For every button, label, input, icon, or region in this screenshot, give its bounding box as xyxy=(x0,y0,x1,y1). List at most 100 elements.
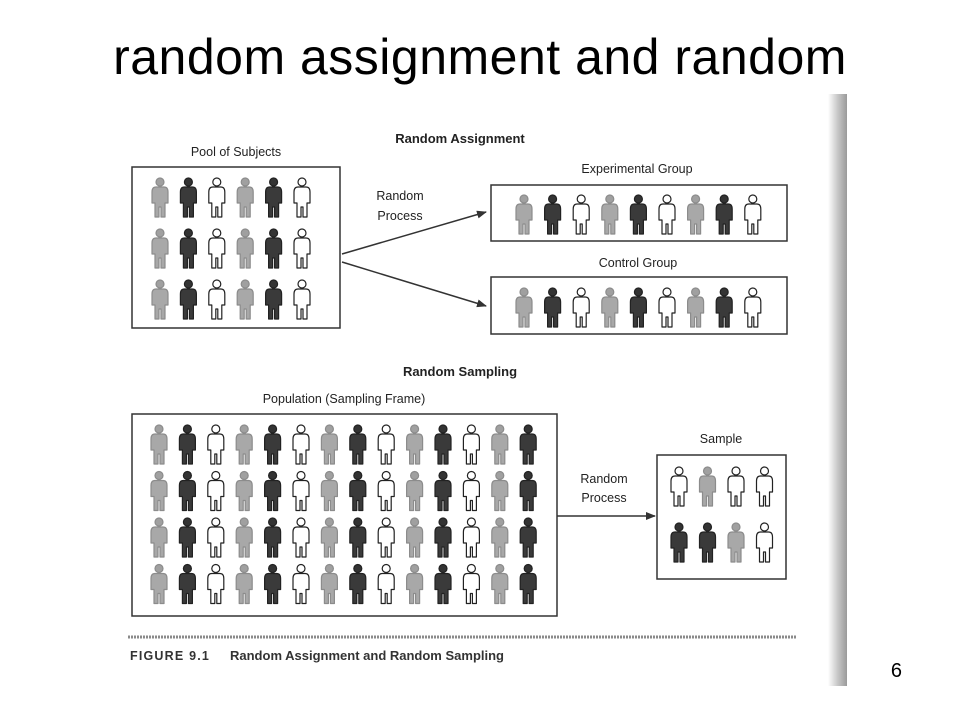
outline-person-icon xyxy=(658,194,676,235)
light-person-icon xyxy=(406,517,424,558)
dark-person-icon xyxy=(544,194,562,235)
light-person-icon xyxy=(235,563,253,605)
light-person-icon xyxy=(320,517,338,558)
process-label-top-line1: Random xyxy=(376,189,423,203)
light-person-icon xyxy=(491,563,509,605)
light-person-icon xyxy=(151,279,169,320)
sampling-heading: Random Sampling xyxy=(403,364,517,379)
outline-person-icon xyxy=(462,470,480,512)
dark-person-icon xyxy=(434,424,452,465)
dark-person-icon xyxy=(264,424,282,465)
population-box xyxy=(131,413,558,617)
dark-person-icon xyxy=(265,177,283,218)
light-person-icon xyxy=(491,424,509,465)
page-edge-shadow xyxy=(828,94,847,686)
light-person-icon xyxy=(320,470,338,512)
outline-person-icon xyxy=(462,424,480,465)
outline-person-icon xyxy=(755,466,774,507)
process-label-bottom-line1: Random xyxy=(580,472,627,486)
experimental-figures xyxy=(515,194,762,235)
process-label-top-line2: Process xyxy=(377,209,422,223)
outline-person-icon xyxy=(292,470,310,512)
pool-figures xyxy=(151,177,311,320)
light-person-icon xyxy=(515,194,533,235)
control-label: Control Group xyxy=(599,256,678,270)
light-person-icon xyxy=(515,287,533,328)
dark-person-icon xyxy=(178,424,197,465)
light-person-icon xyxy=(320,563,338,605)
population-label: Population (Sampling Frame) xyxy=(263,392,426,406)
outline-person-icon xyxy=(744,287,762,328)
caption-number: FIGURE 9.1 xyxy=(130,649,210,663)
light-person-icon xyxy=(235,470,253,512)
dark-person-icon xyxy=(519,517,537,558)
outline-person-icon xyxy=(727,466,745,507)
dark-person-icon xyxy=(715,287,733,328)
light-person-icon xyxy=(320,424,338,465)
outline-person-icon xyxy=(208,228,226,269)
light-person-icon xyxy=(686,287,705,328)
pool-label: Pool of Subjects xyxy=(191,145,281,159)
outline-person-icon xyxy=(658,287,676,328)
light-person-icon xyxy=(406,563,424,605)
outline-person-icon xyxy=(207,517,225,558)
dark-person-icon xyxy=(349,470,367,512)
dark-person-icon xyxy=(434,563,452,605)
dark-person-icon xyxy=(178,470,197,512)
outline-person-icon xyxy=(293,279,311,320)
outline-person-icon xyxy=(208,177,226,218)
dark-person-icon xyxy=(519,424,537,465)
dark-person-icon xyxy=(715,194,733,235)
dark-person-icon xyxy=(264,517,282,558)
dark-person-icon xyxy=(519,470,537,512)
outline-person-icon xyxy=(207,424,225,465)
dark-person-icon xyxy=(178,563,197,605)
dark-person-icon xyxy=(544,287,562,328)
light-person-icon xyxy=(150,470,168,512)
dark-person-icon xyxy=(434,470,452,512)
dark-person-icon xyxy=(629,287,648,328)
outline-person-icon xyxy=(292,563,310,605)
light-person-icon xyxy=(235,517,253,558)
outline-person-icon xyxy=(292,424,310,465)
light-person-icon xyxy=(491,517,509,558)
outline-person-icon xyxy=(377,424,395,465)
light-person-icon xyxy=(406,424,424,465)
light-person-icon xyxy=(235,424,253,465)
outline-person-icon xyxy=(670,466,688,507)
light-person-icon xyxy=(150,424,168,465)
outline-person-icon xyxy=(293,228,311,269)
process-label-bottom-line2: Process xyxy=(581,491,626,505)
dark-person-icon xyxy=(629,194,648,235)
light-person-icon xyxy=(686,194,705,235)
outline-person-icon xyxy=(207,470,225,512)
dark-person-icon xyxy=(349,517,367,558)
dark-person-icon xyxy=(265,228,283,269)
dark-person-icon xyxy=(179,177,198,218)
dark-person-icon xyxy=(179,228,198,269)
outline-person-icon xyxy=(572,194,590,235)
dark-person-icon xyxy=(264,470,282,512)
outline-person-icon xyxy=(755,522,774,563)
experimental-label: Experimental Group xyxy=(581,162,692,176)
dark-person-icon xyxy=(349,424,367,465)
dark-person-icon xyxy=(698,522,717,563)
dark-person-icon xyxy=(178,517,197,558)
outline-person-icon xyxy=(293,177,311,218)
dark-person-icon xyxy=(434,517,452,558)
caption-text: Random Assignment and Random Sampling xyxy=(230,648,504,663)
outline-person-icon xyxy=(208,279,226,320)
assignment-heading: Random Assignment xyxy=(395,131,525,146)
figure-scan: Random Assignment Pool of Subjects Rando… xyxy=(128,94,847,686)
light-person-icon xyxy=(150,563,168,605)
light-person-icon xyxy=(601,194,619,235)
outline-person-icon xyxy=(377,517,395,558)
dark-person-icon xyxy=(265,279,283,320)
outline-person-icon xyxy=(462,517,480,558)
light-person-icon xyxy=(150,517,168,558)
light-person-icon xyxy=(151,228,169,269)
dark-person-icon xyxy=(349,563,367,605)
light-person-icon xyxy=(236,228,254,269)
sample-label: Sample xyxy=(700,432,742,446)
outline-person-icon xyxy=(462,563,480,605)
